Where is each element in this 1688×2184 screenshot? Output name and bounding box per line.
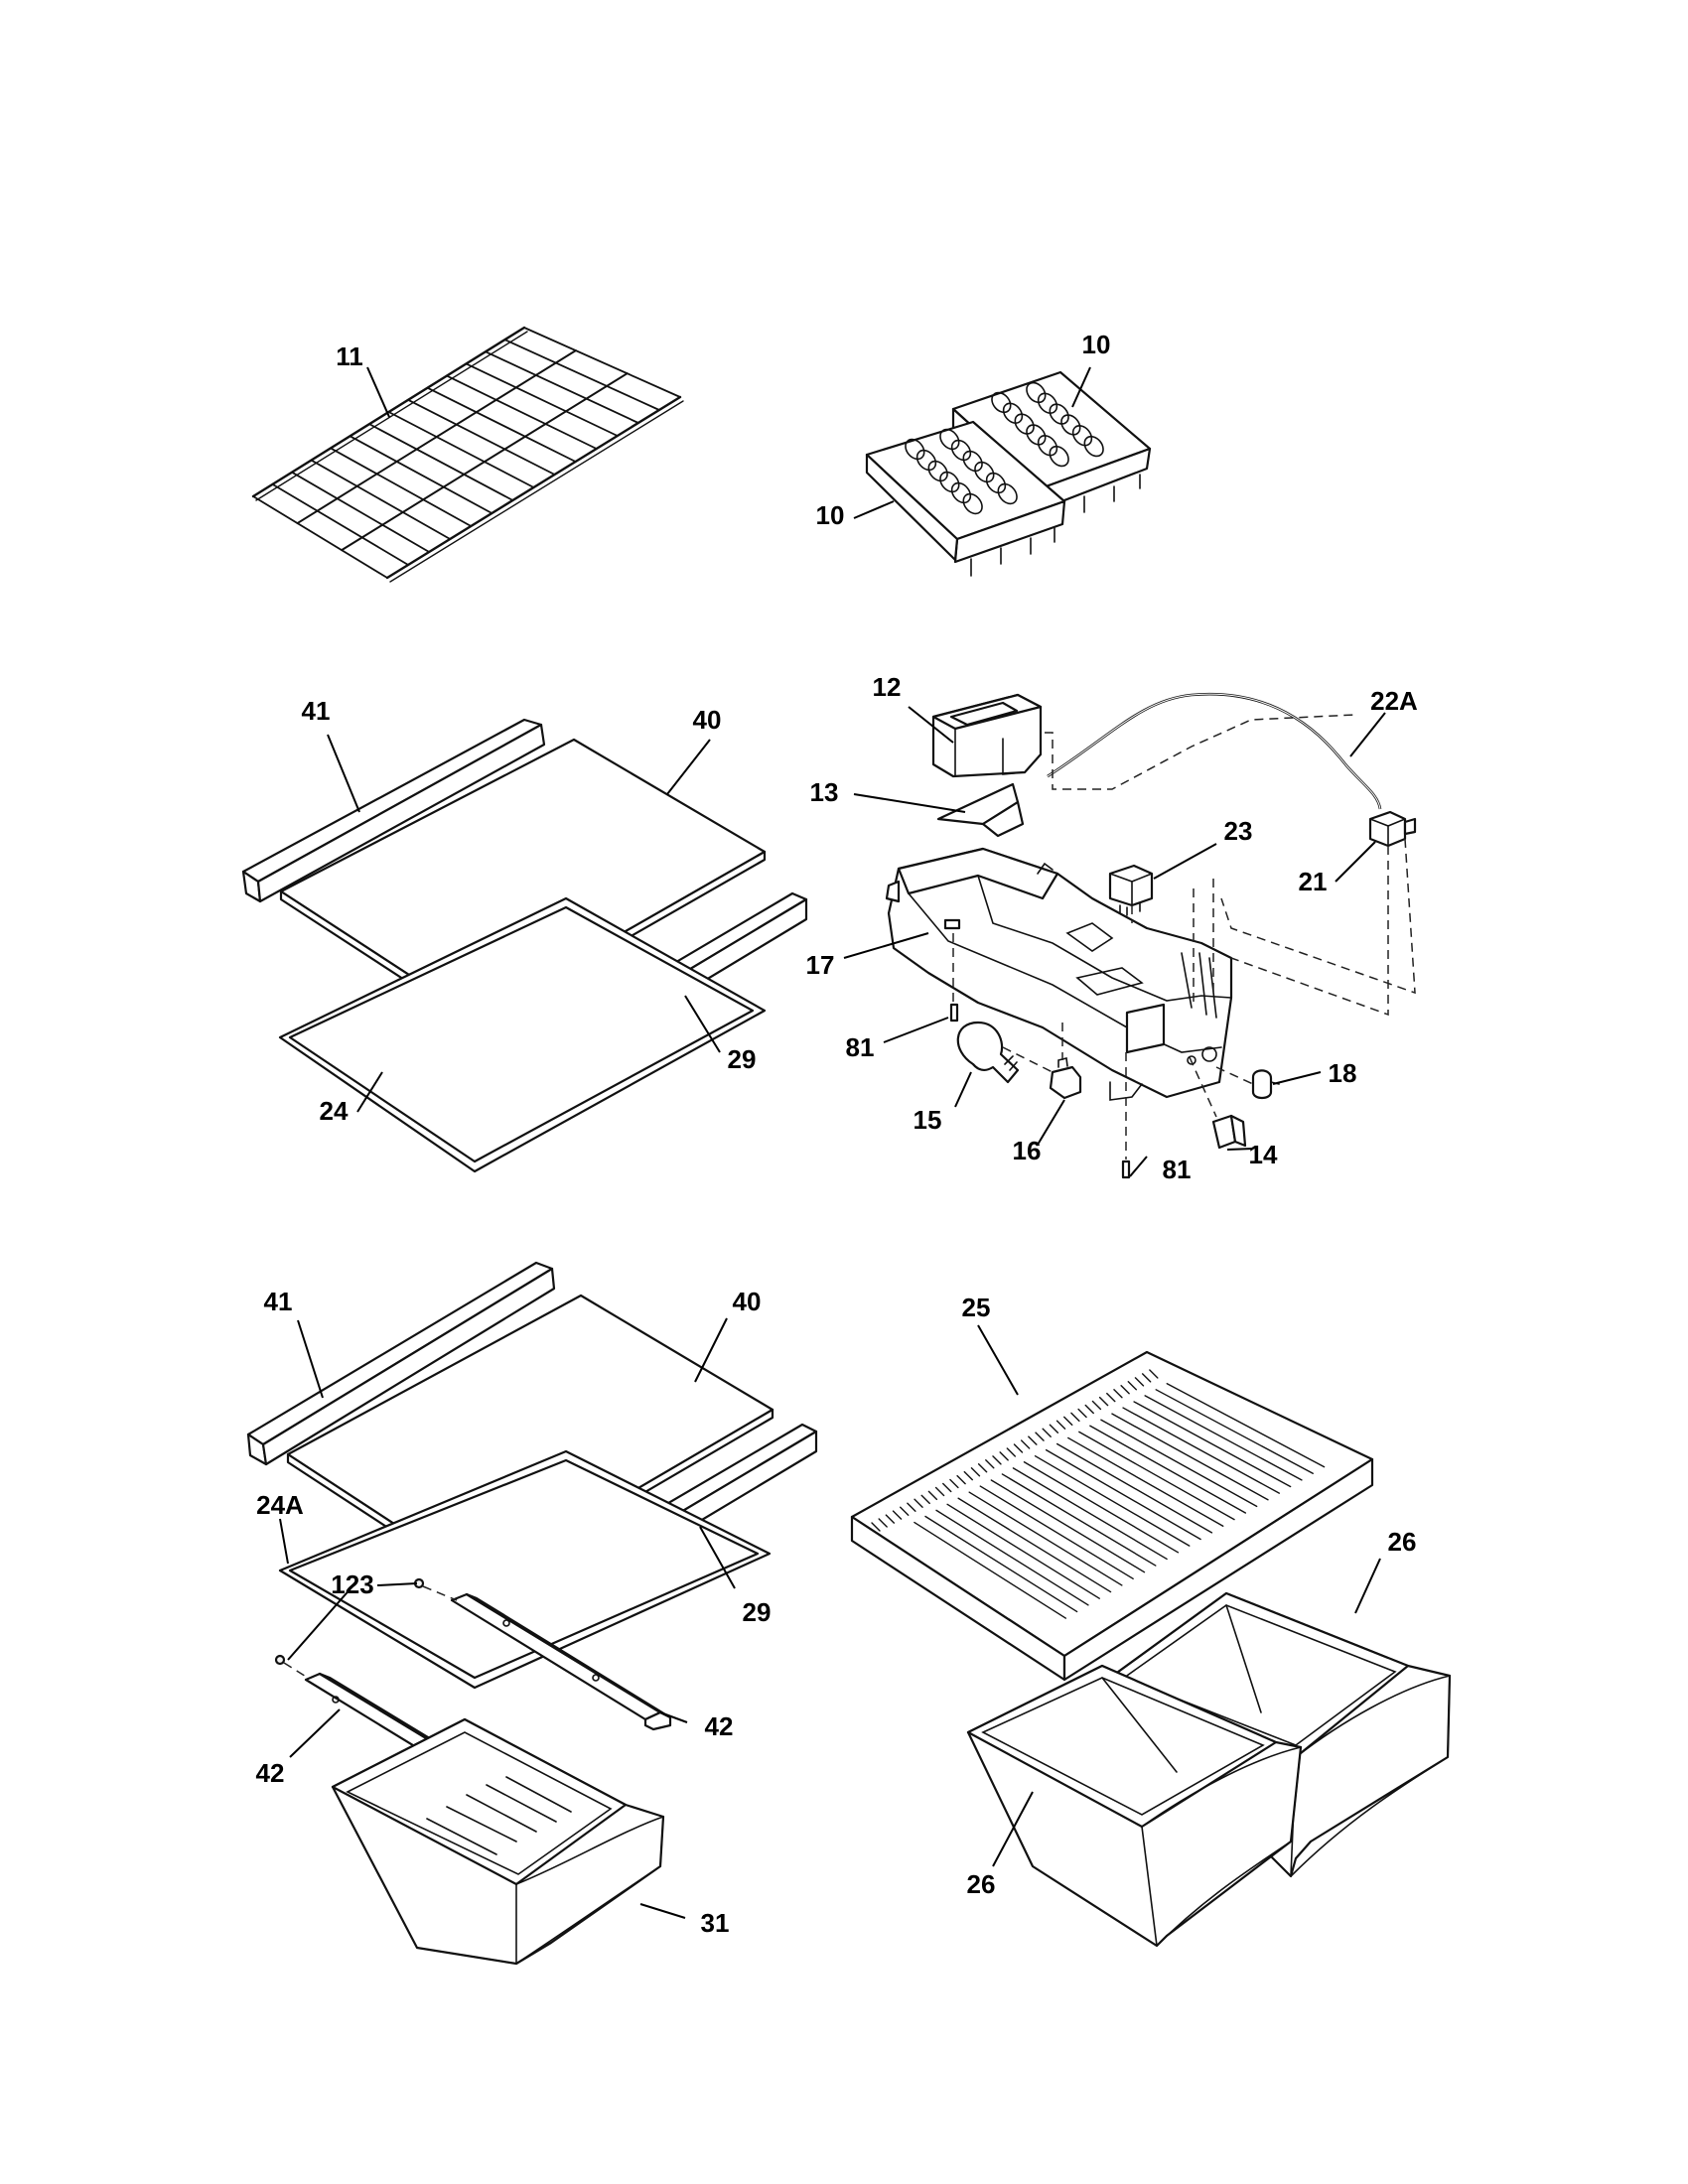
connector-21 (1368, 810, 1417, 848)
callout-24a: 24A (256, 1490, 304, 1520)
defrost-timer-23 (1108, 864, 1154, 916)
callout-41-top: 41 (302, 696, 331, 726)
callout-16: 16 (1013, 1136, 1042, 1165)
callout-23: 23 (1224, 816, 1253, 846)
callout-29-top: 29 (728, 1044, 757, 1074)
light-switch-14 (1211, 1114, 1247, 1150)
callout-40-top: 40 (693, 705, 722, 735)
light-socket-16 (1049, 1057, 1082, 1100)
callout-31: 31 (701, 1908, 730, 1938)
shelf-trim-front-41b (246, 1261, 556, 1466)
callout-leader-lines (279, 366, 1386, 1919)
dashed-assembly-lines (952, 714, 1416, 1160)
shelf-trim-front-41 (241, 718, 546, 903)
shelf-frame-24a (278, 1449, 772, 1690)
screws-81 (949, 1003, 1131, 1179)
callout-29-bottom: 29 (743, 1597, 772, 1627)
wire-harness-22a (1047, 692, 1382, 810)
callout-10-front: 10 (816, 500, 845, 530)
crisper-drawer-26-front (966, 1664, 1303, 1948)
callout-13: 13 (810, 777, 839, 807)
callout-81-right: 81 (1163, 1155, 1192, 1184)
callout-41-bottom: 41 (264, 1287, 293, 1316)
callout-11: 11 (336, 341, 363, 371)
light-bulb-15 (956, 1021, 1020, 1084)
callout-21: 21 (1299, 867, 1328, 896)
control-housing-17 (885, 847, 1233, 1101)
callout-17: 17 (806, 950, 835, 980)
control-knob-18 (1251, 1069, 1280, 1100)
callout-25: 25 (962, 1293, 991, 1322)
wire-shelf (251, 326, 684, 583)
screws-123 (274, 1577, 458, 1679)
callout-15: 15 (914, 1105, 942, 1135)
shelf-slide-rail-42-right (450, 1592, 672, 1731)
callout-81-left: 81 (846, 1032, 875, 1062)
callout-labels: 11 10 10 41 40 29 24 12 22A 13 23 21 17 … (256, 330, 1419, 1938)
callout-12: 12 (873, 672, 902, 702)
callout-22a: 22A (1370, 686, 1418, 716)
callout-26-rear: 26 (1388, 1527, 1417, 1557)
callout-42-left: 42 (256, 1758, 285, 1788)
callout-123: 123 (331, 1570, 373, 1599)
crisper-drawer-31 (331, 1717, 665, 1966)
callout-10-rear: 10 (1082, 330, 1111, 359)
callout-14: 14 (1249, 1140, 1278, 1169)
crisper-cover-25 (850, 1350, 1374, 1682)
shelf-frame-24 (278, 896, 767, 1173)
callout-24: 24 (320, 1096, 349, 1126)
ice-tray-front (865, 420, 1066, 577)
crisper-drawer-26-rear (1108, 1591, 1452, 1878)
callout-26-front: 26 (967, 1869, 996, 1899)
callout-42-right: 42 (705, 1711, 734, 1741)
callout-40-bottom: 40 (733, 1287, 762, 1316)
damper-baffle-13 (936, 782, 1025, 838)
damper-cover-12 (931, 693, 1043, 778)
callout-18: 18 (1329, 1058, 1357, 1088)
